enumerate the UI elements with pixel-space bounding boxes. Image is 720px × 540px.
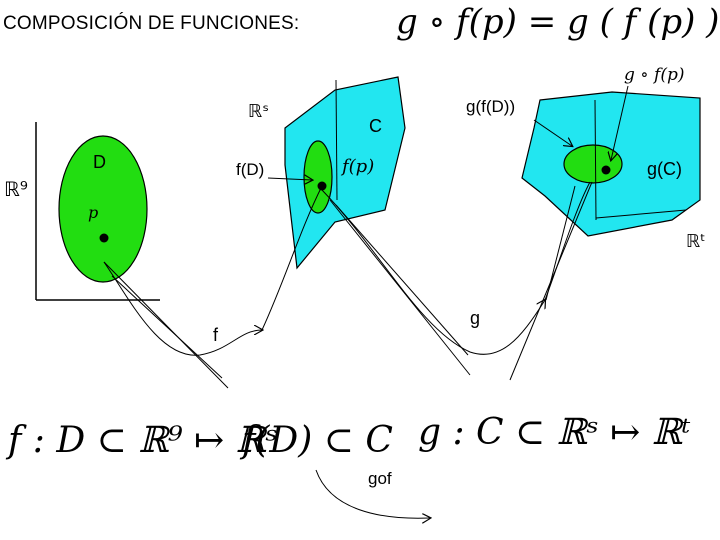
g-f-d-label: g(f(D)) xyxy=(466,97,515,116)
main-formula: g ∘ f(p) = g ( f (p) ) xyxy=(396,2,720,42)
set-d-label: D xyxy=(93,152,106,172)
point-p-label: p xyxy=(88,203,98,222)
set-f-d xyxy=(303,140,333,214)
right-axis-horizontal xyxy=(595,209,687,219)
mapping-lines xyxy=(103,181,593,518)
middle-space-label: ℝˢ xyxy=(248,101,269,122)
set-c xyxy=(284,76,406,270)
gof-p-pointer xyxy=(611,85,629,160)
arrow-g-label: g xyxy=(470,308,480,328)
g-c-label: g(C) xyxy=(647,159,682,179)
set-c-label: C xyxy=(369,116,382,136)
f-d-pointer xyxy=(267,178,312,180)
g-f-d-pointer xyxy=(533,119,572,146)
right-axis-vertical xyxy=(594,99,597,221)
right-space-label: ℝᵗ xyxy=(686,231,706,252)
left-space-label: ℝ⁹ xyxy=(4,177,28,201)
formula-f-def: f : D ⊂ ℝ⁹ ↦ ℝˢ xyxy=(5,420,278,461)
left-axes xyxy=(35,122,160,301)
point-gof-p xyxy=(601,165,611,175)
point-p xyxy=(99,233,109,243)
middle-axis xyxy=(335,79,338,201)
f-d-label: f(D) xyxy=(236,160,264,179)
gof-p-label: g ∘ f(p) xyxy=(624,65,684,85)
f-p-label: f(p) xyxy=(340,156,374,177)
arrow-gof-label: gof xyxy=(368,469,392,488)
title: COMPOSICIÓN DE FUNCIONES: xyxy=(3,13,300,34)
formula-f-image: f(D) ⊂ C xyxy=(239,420,393,461)
formula-g-def: g : C ⊂ ℝˢ ↦ ℝᵗ xyxy=(418,412,691,453)
arrow-f-label: f xyxy=(213,325,219,345)
set-d xyxy=(58,135,148,283)
